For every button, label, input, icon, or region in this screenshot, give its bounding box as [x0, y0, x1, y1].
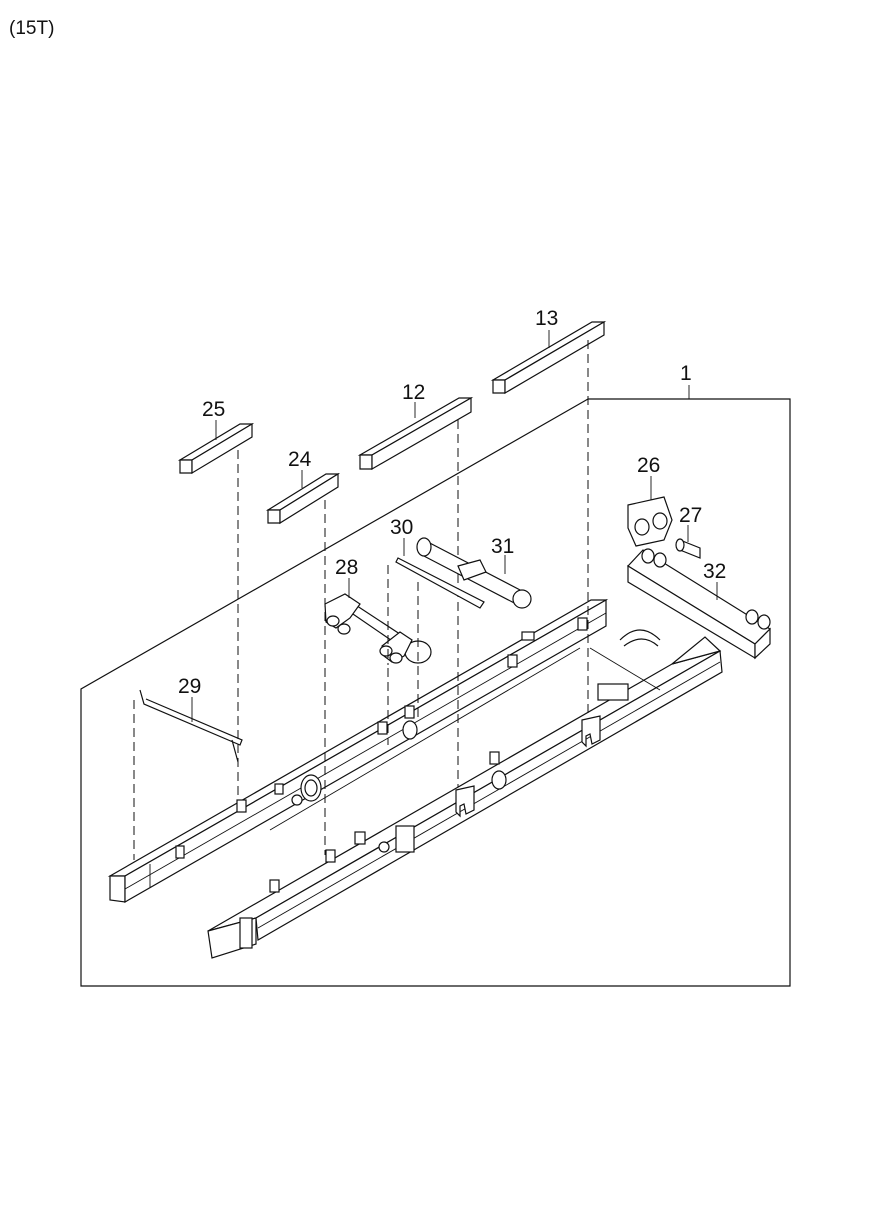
label-part-12: 12 — [402, 381, 425, 404]
part-27-pin — [675, 538, 701, 559]
page-title: (15T) — [9, 18, 55, 39]
part-24-block — [265, 472, 341, 855]
label-part-29: 29 — [178, 675, 201, 698]
part-13-crossmember — [490, 320, 607, 715]
part-31-tube — [416, 537, 532, 609]
right-frame-rail — [207, 636, 723, 959]
label-part-24: 24 — [288, 448, 312, 471]
label-part-25: 25 — [202, 398, 225, 421]
part-12-crossmember — [357, 396, 474, 787]
assembly-boundary — [80, 398, 791, 987]
label-part-27: 27 — [679, 504, 702, 527]
left-frame-rail — [107, 598, 609, 904]
inner-rail-link — [269, 629, 661, 831]
part-28-cylinder — [324, 593, 432, 745]
part-32-crossbar — [627, 548, 771, 660]
part-26-clevis — [627, 496, 673, 547]
part-29-bracket — [133, 689, 243, 860]
label-part-1: 1 — [680, 362, 692, 385]
part-labels: 1 12 13 24 25 26 27 28 29 30 31 32 — [178, 307, 726, 698]
label-part-31: 31 — [491, 535, 514, 558]
label-part-32: 32 — [703, 560, 726, 583]
label-part-13: 13 — [535, 307, 558, 330]
label-part-26: 26 — [637, 454, 660, 477]
part-30-strip — [387, 557, 485, 720]
leader-lines — [191, 330, 718, 722]
label-part-28: 28 — [335, 556, 358, 579]
label-part-30: 30 — [390, 516, 413, 539]
part-25-block — [177, 422, 255, 800]
